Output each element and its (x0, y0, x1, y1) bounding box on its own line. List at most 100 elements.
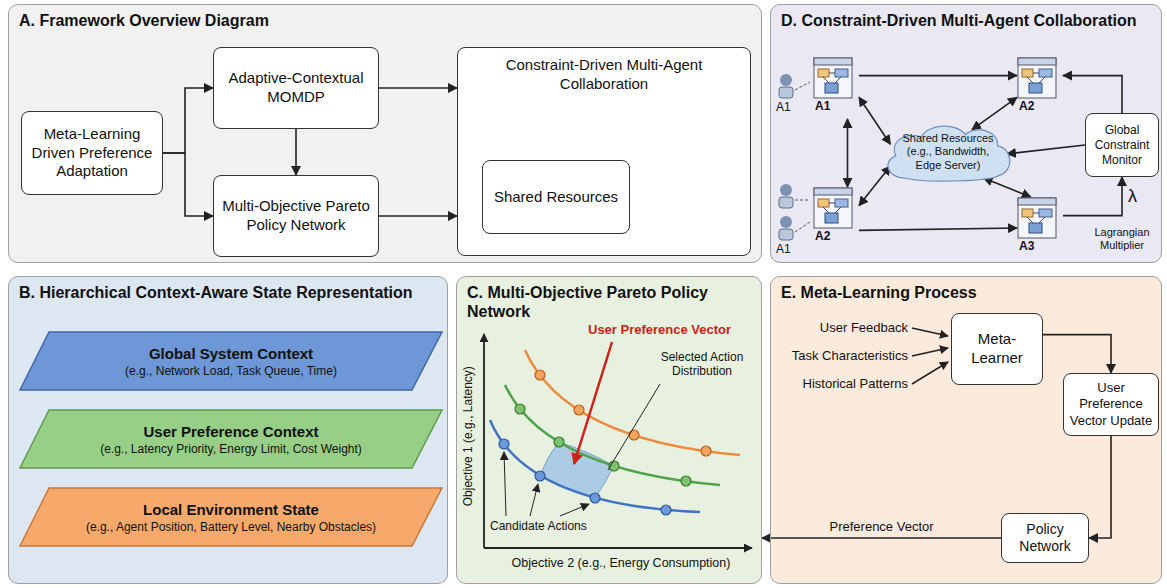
agent-icon (1017, 57, 1057, 99)
leader-line (504, 452, 506, 516)
panel-title: A. Framework Overview Diagram (9, 5, 761, 30)
cloud-label: Shared Resources (e.g., Bandwidth, Edge … (898, 132, 998, 172)
agent-node: A1 (813, 57, 859, 119)
panel-ground (770, 4, 1162, 263)
candidate-dot (574, 405, 584, 415)
box-label: Meta-Learning Driven Preference Adaptati… (26, 125, 158, 181)
icon-part (1018, 198, 1056, 205)
agent-icon (1017, 197, 1057, 239)
icon-part (835, 69, 848, 77)
leader-line (560, 504, 589, 516)
layer-shape (20, 332, 442, 390)
connector (859, 166, 890, 206)
icon-part (1018, 58, 1056, 98)
cloud-shape (888, 126, 1010, 181)
pareto-chart (505, 385, 720, 485)
layer-text: (e.g., Agent Position, Battery Level, Ne… (57, 520, 405, 534)
process-box: Meta-Learning Driven Preference Adaptati… (21, 111, 163, 195)
link-line (795, 82, 810, 232)
pareto-chart (490, 420, 700, 512)
link-line (795, 200, 810, 201)
box-label: Meta-Learner (956, 330, 1038, 368)
icon-part (835, 199, 848, 207)
icon-part (818, 69, 829, 77)
context-layer: Local Environment State (e.g., Agent Posi… (19, 487, 443, 547)
text-label: User Feedback (778, 320, 908, 336)
agent-label: A3 (1017, 239, 1063, 255)
link-line (795, 222, 810, 232)
candidate-dot (499, 370, 711, 515)
pareto-chart (484, 547, 752, 549)
input-arrow (912, 328, 948, 336)
input-arrow (912, 348, 948, 356)
icon-part (823, 73, 841, 83)
connector (295, 129, 297, 175)
icon-part (818, 199, 829, 207)
connector (847, 119, 849, 187)
process-box: Multi-Objective Pareto Policy Network (213, 175, 379, 257)
icon-part (814, 58, 852, 98)
icon-part (814, 58, 852, 65)
connector (762, 537, 1001, 539)
icon-part (814, 188, 852, 228)
connector (379, 87, 457, 89)
layer-shape (20, 410, 442, 468)
robot-icon (779, 74, 810, 240)
panel-ground (8, 4, 762, 263)
process-box: Shared Resources (482, 160, 630, 234)
group-box: Constraint-Driven Multi-Agent Collaborat… (457, 47, 751, 256)
input-arrow (912, 328, 948, 384)
text-label: λ (1128, 186, 1148, 208)
panel-ground (456, 276, 762, 584)
candidate-dot (554, 437, 564, 447)
text-label: Objective 1 (e.g., Latency) (461, 331, 475, 541)
icon-part (1039, 69, 1052, 77)
candidate-dot (535, 471, 545, 481)
agent-icon (813, 187, 853, 229)
agent-label: A2 (1017, 99, 1063, 115)
connector (1089, 436, 1111, 538)
panel-title: D. Constraint-Driven Multi-Agent Collabo… (771, 5, 1161, 30)
leader-line (504, 384, 660, 516)
panel-title: C. Multi-Objective Pareto Policy Network (457, 277, 761, 321)
connector (1063, 76, 1122, 113)
robot-icon (779, 229, 793, 240)
robot-icon (780, 216, 792, 228)
candidate-dot (629, 430, 639, 440)
text-label: Candidate Actions (490, 519, 610, 533)
process-box: Adaptive-Contextual MOMDP (213, 47, 379, 129)
text-label: Historical Patterns (778, 376, 908, 392)
candidate-dot (499, 439, 509, 449)
connector (379, 215, 457, 217)
text-label: Selected Action Distribution (648, 350, 756, 379)
leader-line (608, 384, 660, 470)
robot-icon (780, 184, 792, 196)
panel: B. Hierarchical Context-Aware State Repr… (8, 276, 448, 584)
resource-cloud: Shared Resources (e.g., Bandwidth, Edge … (881, 121, 1015, 183)
panel-ground (8, 276, 448, 584)
icon-part (1022, 209, 1033, 217)
connector (1043, 335, 1111, 373)
candidate-dot (535, 370, 545, 380)
layer-shape (20, 488, 442, 546)
candidate-dot (681, 476, 691, 486)
icon-part (1029, 223, 1042, 233)
link-line (795, 82, 810, 90)
icon-part (825, 83, 838, 93)
candidate-dot (590, 493, 600, 503)
panel: A. Framework Overview DiagramMeta-Learni… (8, 4, 762, 263)
box-label: Global Constraint Monitor (1090, 123, 1154, 168)
input-arrow (912, 362, 948, 384)
candidate-dot (515, 404, 525, 414)
icon-part (1022, 69, 1033, 77)
connector (1063, 177, 1122, 216)
leader-line (530, 484, 538, 516)
panel-ground (8, 4, 1162, 584)
layer-text: Local Environment State (57, 501, 405, 518)
connector (972, 97, 1017, 129)
box-label: Shared Resources (494, 188, 618, 207)
panel-title: E. Meta-Learning Process (771, 277, 1161, 302)
process-box: Meta-Learner (951, 313, 1043, 385)
icon-part (1018, 198, 1056, 238)
connector (163, 153, 213, 216)
